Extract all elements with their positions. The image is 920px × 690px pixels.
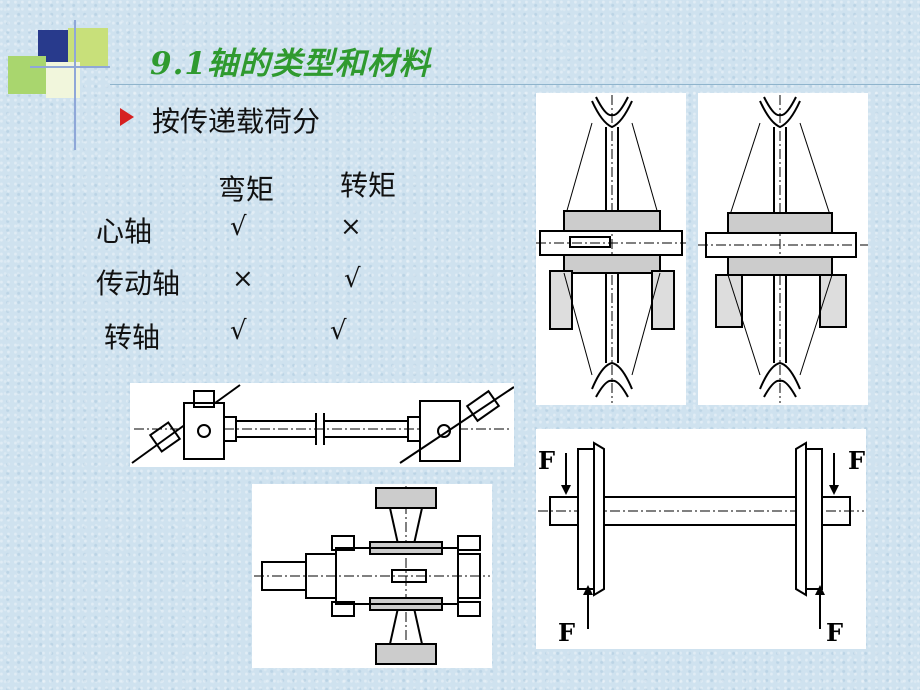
row-mandrel-torque: × <box>340 212 362 242</box>
deco-square-green <box>8 56 46 94</box>
row-spindle-bending: √ <box>230 316 247 346</box>
title-underline <box>110 84 920 85</box>
header-bending: 弯矩 <box>218 173 275 206</box>
bullet-text: 按传递载荷分 <box>152 105 321 138</box>
force-label-bottom-right: F <box>826 618 843 647</box>
row-mandrel-bending: √ <box>230 212 247 242</box>
row-transmission-bending: × <box>232 264 254 294</box>
header-torque: 转矩 <box>340 169 397 202</box>
force-label-top-left: F <box>538 446 555 475</box>
row-transmission-torque: √ <box>344 264 361 294</box>
figure-pulley-fixed-axle <box>698 93 868 405</box>
force-label-bottom-left: F <box>558 618 575 647</box>
row-label-mandrel: 心轴 <box>96 215 153 248</box>
figure-drive-shaft <box>130 383 514 467</box>
deco-horizontal-line <box>30 66 110 68</box>
row-label-spindle: 转轴 <box>104 321 161 354</box>
figure-pulley-rotating-axle <box>536 93 686 405</box>
deco-vertical-line <box>74 20 76 150</box>
figure-wheel-axle: F F F F <box>536 429 866 649</box>
bullet-arrow-icon <box>120 108 134 126</box>
row-spindle-torque: √ <box>330 316 347 346</box>
slide-title: 9.1轴的类型和材料 <box>150 46 431 82</box>
figure-gear-shaft <box>252 484 492 668</box>
row-label-transmission: 传动轴 <box>96 267 181 300</box>
force-label-top-right: F <box>848 446 865 475</box>
